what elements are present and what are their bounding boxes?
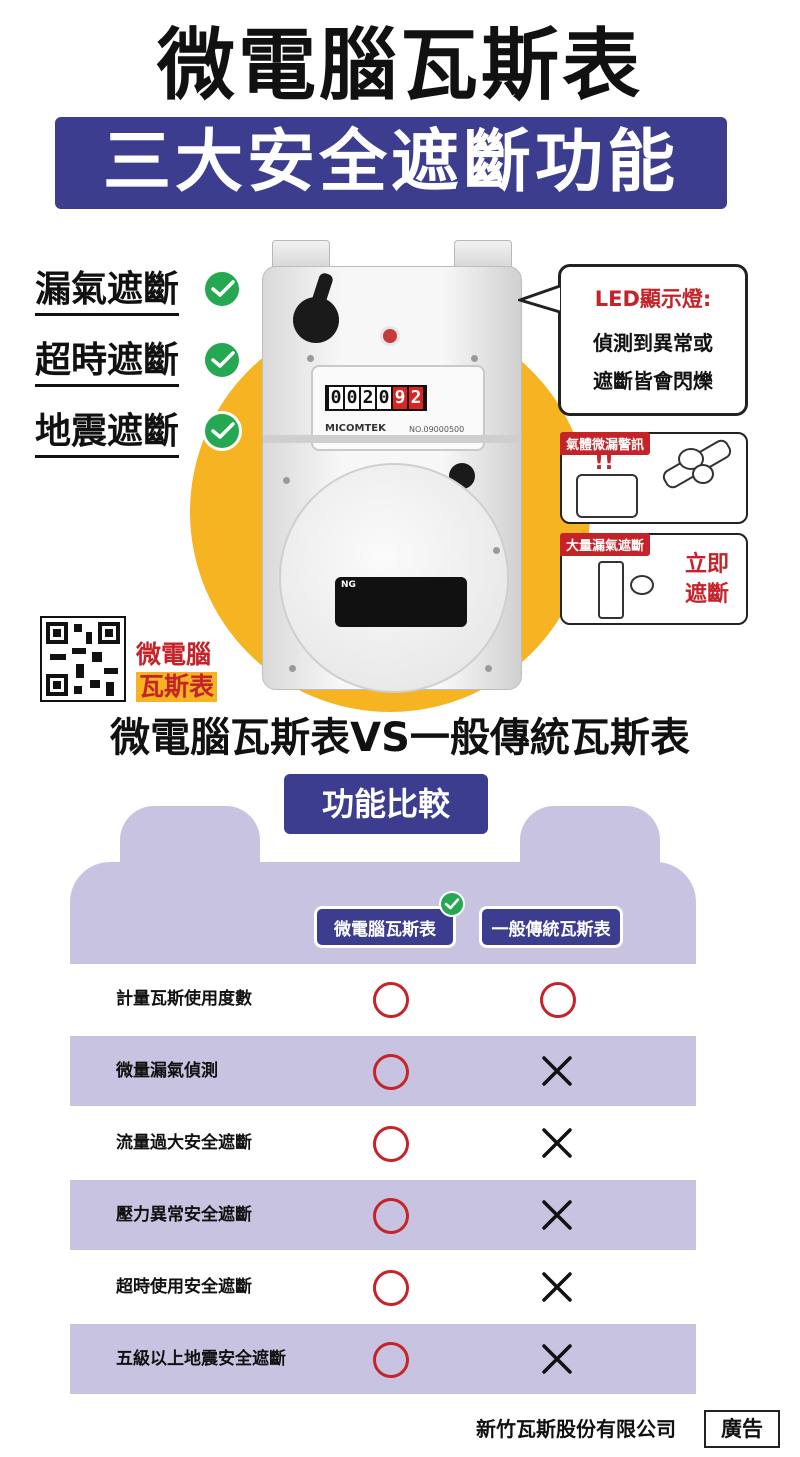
callout-pointer xyxy=(518,284,561,314)
gas-meter-image: 0 0 2 0 9 2 MICOMTEK NO.09000500 NG xyxy=(262,240,522,693)
gas-cloud-icon xyxy=(630,575,654,595)
cutoff-text: 立即 xyxy=(684,552,729,577)
page-title: 微電腦瓦斯表 xyxy=(156,21,643,111)
column-header-smart-meter: 微電腦瓦斯表 xyxy=(314,906,456,948)
qr-label: 瓦斯表 xyxy=(136,672,218,702)
qr-finder xyxy=(46,674,68,696)
table-row: 微量漏氣偵測 xyxy=(70,1036,696,1106)
mini-meter-icon xyxy=(576,474,638,518)
check-circle-icon xyxy=(202,340,242,380)
comparison-badge: 功能比較 xyxy=(284,774,488,834)
meter-serial: NO.09000500 xyxy=(409,425,465,434)
led-callout-title: LED顯示燈: xyxy=(594,287,712,311)
column-header-traditional-meter: 一般傳統瓦斯表 xyxy=(479,906,623,948)
led-indicator xyxy=(383,329,397,343)
circle-mark-icon xyxy=(373,982,409,1018)
check-circle-icon xyxy=(202,411,242,451)
cutoff-text: 遮斷 xyxy=(684,582,729,607)
check-circle-icon xyxy=(439,891,465,917)
subtitle-banner: 三大安全遮斷功能 xyxy=(55,117,727,209)
cross-mark-icon xyxy=(540,1054,574,1088)
screw-icon xyxy=(307,355,314,362)
check-circle-icon xyxy=(202,269,242,309)
counter-digit: 2 xyxy=(409,387,423,409)
comparison-heading: 微電腦瓦斯表VS一般傳統瓦斯表 xyxy=(110,715,690,761)
qr-code[interactable] xyxy=(40,616,126,702)
qr-module xyxy=(90,680,100,688)
row-label: 微量漏氣偵測 xyxy=(116,1061,218,1081)
led-callout-line: 遮斷皆會閃爍 xyxy=(593,369,713,393)
qr-module xyxy=(72,648,86,654)
row-label: 五級以上地震安全遮斷 xyxy=(116,1349,286,1369)
meter-counter: 0 0 2 0 9 2 xyxy=(325,385,427,411)
spec-plate: NG xyxy=(335,577,467,627)
circle-mark-icon xyxy=(540,982,576,1018)
feature-label: 超時遮斷 xyxy=(35,338,180,387)
counter-digit: 0 xyxy=(329,387,343,409)
ad-label: 廣告 xyxy=(704,1410,780,1448)
gas-cloud-icon xyxy=(692,464,714,484)
qr-module xyxy=(74,624,82,632)
circle-mark-icon xyxy=(373,1198,409,1234)
spec-plate-title: NG xyxy=(341,580,356,590)
feature-label: 漏氣遮斷 xyxy=(35,267,180,316)
screw-icon xyxy=(289,665,296,672)
table-row: 壓力異常安全遮斷 xyxy=(70,1180,696,1250)
meter-brand: MICOMTEK xyxy=(325,423,386,434)
meter-body: 0 0 2 0 9 2 MICOMTEK NO.09000500 NG xyxy=(262,266,522,693)
screw-icon xyxy=(471,355,478,362)
led-callout-line: 偵測到異常或 xyxy=(593,331,713,355)
company-name: 新竹瓦斯股份有限公司 xyxy=(476,1417,676,1441)
pipe-icon xyxy=(598,561,624,619)
circle-mark-icon xyxy=(373,1054,409,1090)
row-label: 計量瓦斯使用度數 xyxy=(116,989,252,1009)
cross-mark-icon xyxy=(540,1270,574,1304)
cutoff-tag: 大量漏氣遮斷 xyxy=(560,533,651,556)
counter-digit: 2 xyxy=(361,387,375,409)
qr-label: 微電腦 xyxy=(136,640,212,669)
cross-mark-icon xyxy=(540,1198,574,1232)
led-callout: LED顯示燈: 偵測到異常或 遮斷皆會閃爍 xyxy=(558,264,748,416)
qr-module xyxy=(50,654,66,660)
qr-module xyxy=(74,686,82,694)
circle-mark-icon xyxy=(373,1270,409,1306)
cutoff-illustration: 大量漏氣遮斷 立即 遮斷 xyxy=(560,533,748,625)
cross-mark-icon xyxy=(540,1342,574,1376)
counter-digit: 0 xyxy=(345,387,359,409)
screw-icon xyxy=(283,477,290,484)
alert-mark: !! xyxy=(594,450,615,475)
screw-icon xyxy=(493,547,500,554)
table-row: 超時使用安全遮斷 xyxy=(70,1252,696,1322)
feature-label: 地震遮斷 xyxy=(35,409,180,458)
qr-finder xyxy=(46,622,68,644)
row-label: 壓力異常安全遮斷 xyxy=(116,1205,252,1225)
qr-module xyxy=(104,668,118,674)
qr-module xyxy=(76,664,84,678)
qr-finder xyxy=(98,622,120,644)
circle-mark-icon xyxy=(373,1126,409,1162)
counter-digit: 9 xyxy=(393,387,407,409)
circle-mark-icon xyxy=(373,1342,409,1378)
qr-module xyxy=(92,652,102,662)
row-label: 流量過大安全遮斷 xyxy=(116,1133,252,1153)
screw-icon xyxy=(485,665,492,672)
qr-module xyxy=(86,632,92,644)
table-row: 計量瓦斯使用度數 xyxy=(70,964,696,1034)
qr-module xyxy=(106,682,114,696)
counter-digit: 0 xyxy=(377,387,391,409)
table-row: 五級以上地震安全遮斷 xyxy=(70,1324,696,1394)
leak-alert-tag: 氣體微漏警訊 xyxy=(560,432,651,455)
cross-mark-icon xyxy=(540,1126,574,1160)
row-label: 超時使用安全遮斷 xyxy=(116,1277,252,1297)
meter-divider xyxy=(263,435,521,443)
leak-alert-illustration: 氣體微漏警訊 !! xyxy=(560,432,748,524)
table-row: 流量過大安全遮斷 xyxy=(70,1108,696,1178)
